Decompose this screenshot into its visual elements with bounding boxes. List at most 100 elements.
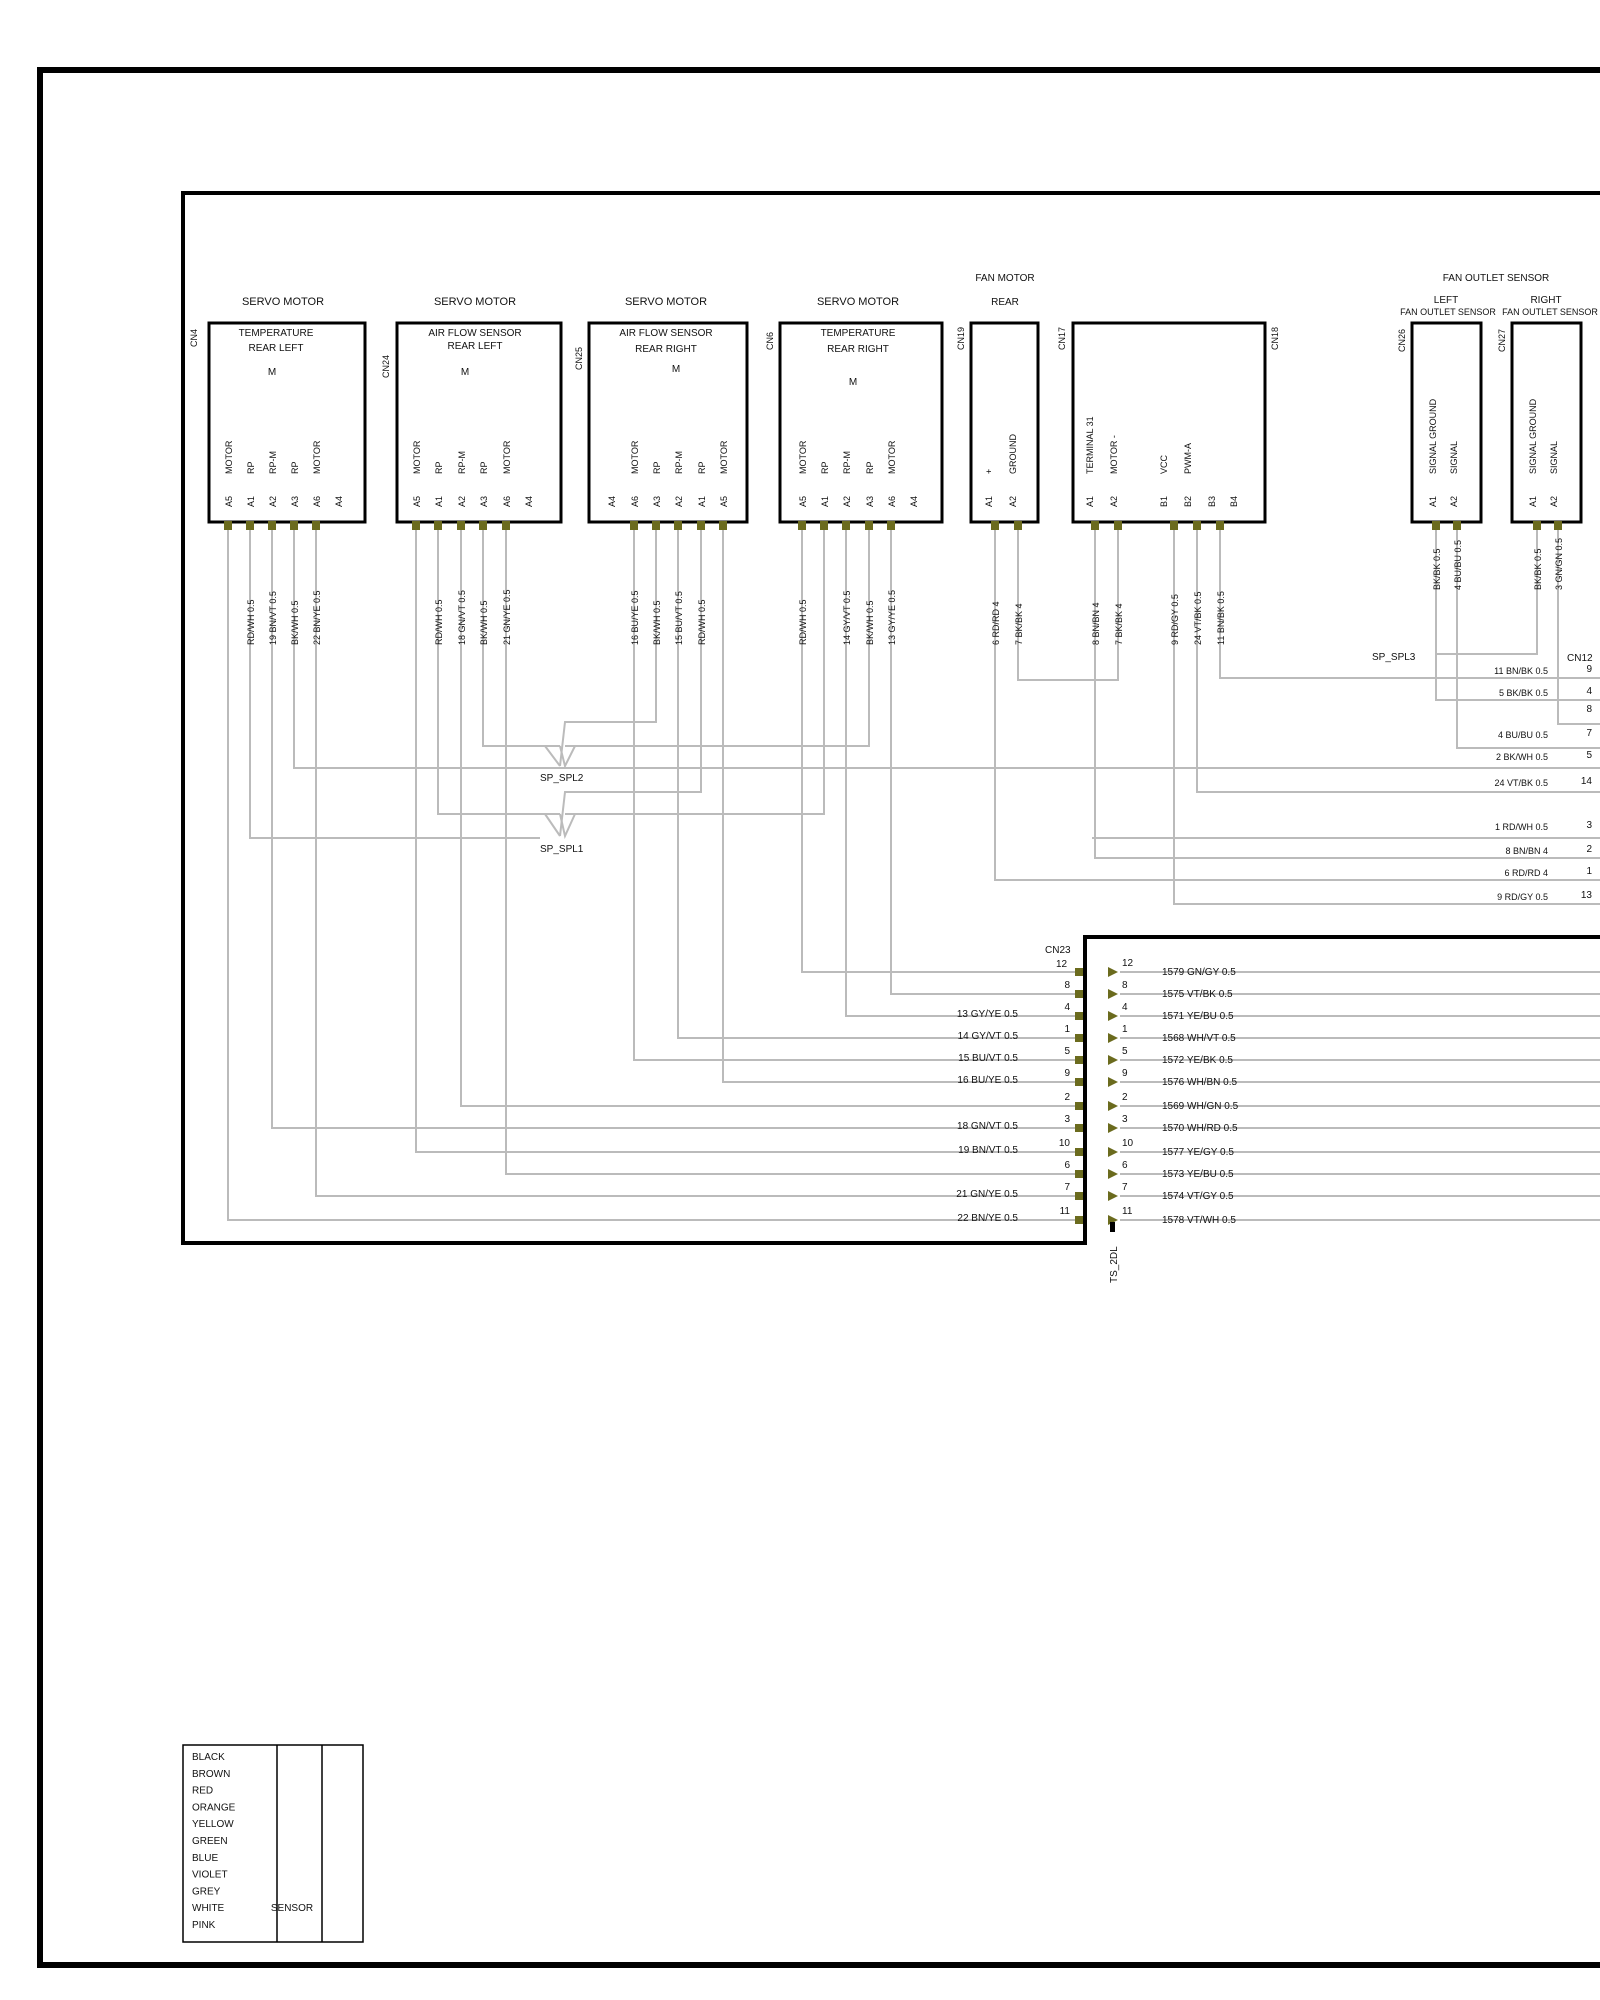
cn6-pin-a1: A1 bbox=[820, 496, 830, 507]
connector-box-cn25 bbox=[587, 321, 749, 524]
ts2dl-terminal bbox=[1108, 1101, 1118, 1111]
cn6-pin-terminal bbox=[842, 521, 850, 530]
cn26-wire-label-1: 4 BU/BU 0.5 bbox=[1453, 540, 1463, 590]
cn24-wire-label-1: 18 GN/VT 0.5 bbox=[457, 590, 467, 645]
cn17-wire-label-0: 8 BN/BN 4 bbox=[1091, 602, 1101, 645]
cn25-mark: M bbox=[672, 364, 680, 375]
cn4-pin-terminal bbox=[312, 521, 320, 530]
cn12-wire-label: 24 VT/BK 0.5 bbox=[1494, 778, 1548, 788]
splice-sp-spl3: SP_SPL3 bbox=[1372, 652, 1416, 663]
cn12-pin-9: 9 bbox=[1586, 664, 1592, 675]
cn4-pin-terminal bbox=[268, 521, 276, 530]
ts2dl-pin-12: 12 bbox=[1122, 958, 1134, 969]
cn23-pin-10: 10 bbox=[1059, 1138, 1071, 1149]
cn6-pin-terminal bbox=[865, 521, 873, 530]
cn27-wire-label-0: BK/BK 0.5 bbox=[1533, 548, 1543, 590]
cn17-wire-label-4: 11 BN/BK 0.5 bbox=[1216, 591, 1226, 645]
wire-path bbox=[722, 530, 1082, 1083]
cn25-sub-2: REAR RIGHT bbox=[635, 344, 697, 355]
cn4-sub-2: REAR LEFT bbox=[248, 343, 303, 354]
cn6-heading: SERVO MOTOR bbox=[817, 296, 899, 308]
cn24-pin-fn-2: RP-M bbox=[457, 451, 467, 474]
cn23-terminal bbox=[1075, 1078, 1083, 1086]
wire-path bbox=[1173, 530, 1600, 905]
cn17-pin-terminal bbox=[1193, 521, 1201, 530]
cn27-pin-fn-0: SIGNAL GROUND bbox=[1528, 398, 1538, 474]
cn23-id: CN23 bbox=[1045, 945, 1071, 956]
fan-outlet-sensor-group: FAN OUTLET SENSOR bbox=[1443, 273, 1550, 284]
ts2dl-wire-label: 1574 VT/GY 0.5 bbox=[1162, 1191, 1234, 1202]
legend-color-brown: BROWN bbox=[192, 1769, 230, 1780]
cn25-wire-label-0: 16 BU/YE 0.5 bbox=[630, 590, 640, 645]
cn6-pin-terminal bbox=[887, 521, 895, 530]
ts2dl-wire-label: 1578 VT/WH 0.5 bbox=[1162, 1215, 1236, 1226]
cn4-pin-fn-2: RP-M bbox=[268, 451, 278, 474]
wire-path bbox=[633, 530, 1082, 1061]
legend-box bbox=[182, 1744, 364, 1943]
cn19-pin-a2: A2 bbox=[1008, 496, 1018, 507]
wire-path bbox=[559, 530, 702, 837]
ts2dl-terminal bbox=[1108, 1055, 1118, 1065]
cn12-pin-14: 14 bbox=[1581, 776, 1593, 787]
ts2dl-wire-label: 1572 YE/BK 0.5 bbox=[1162, 1055, 1233, 1066]
cn4-pin-a3: A3 bbox=[290, 496, 300, 507]
cn26-id: CN26 bbox=[1397, 329, 1407, 352]
legend-note: SENSOR bbox=[271, 1903, 313, 1914]
cn26-pin-fn-0: SIGNAL GROUND bbox=[1428, 398, 1438, 474]
cn24-pin-terminal bbox=[457, 521, 465, 530]
connector-box-cn19 bbox=[969, 321, 1040, 524]
cn27-pin-terminal bbox=[1554, 521, 1562, 530]
connector-box-cn26 bbox=[1410, 321, 1483, 524]
cn4-pin-terminal bbox=[224, 521, 232, 530]
cn24-pin-a3: A3 bbox=[479, 496, 489, 507]
cn6-pin-a2: A2 bbox=[842, 496, 852, 507]
wire-path bbox=[1219, 530, 1600, 679]
ts2dl-id: TS_2DL bbox=[1109, 1246, 1120, 1283]
cn23-pin-11: 11 bbox=[1060, 1206, 1071, 1217]
cn17-pin-a2: A2 bbox=[1109, 496, 1119, 507]
cn18-id: CN18 bbox=[1270, 327, 1280, 350]
ts2dl-pin-6: 6 bbox=[1122, 1160, 1128, 1171]
cn25-wire-label-2: 15 BU/VT 0.5 bbox=[674, 591, 684, 645]
cn23-terminal bbox=[1075, 1148, 1083, 1156]
cn17-pin-fn-2: VCC bbox=[1159, 454, 1169, 474]
connector-boxes bbox=[207, 321, 1583, 524]
wire-path bbox=[271, 530, 1082, 1129]
cn4-pin-fn-1: RP bbox=[246, 461, 256, 474]
wire-path bbox=[415, 530, 1082, 1153]
cn24-sub-2: REAR LEFT bbox=[447, 341, 502, 352]
wire-path bbox=[559, 530, 657, 767]
cn24-pin-terminal bbox=[479, 521, 487, 530]
cn25-pin-a4: A4 bbox=[607, 496, 617, 507]
legend-color-violet: VIOLET bbox=[192, 1870, 228, 1881]
ts2dl-terminal bbox=[1108, 1033, 1118, 1043]
connector-labels: SERVO MOTOR TEMPERATURE REAR LEFT M CN4 … bbox=[189, 273, 1598, 388]
cn23-pin-2: 2 bbox=[1064, 1092, 1070, 1103]
cn26-pin-terminal bbox=[1453, 521, 1461, 530]
cn27-pin-terminal bbox=[1533, 521, 1541, 530]
cn25-pin-terminal bbox=[674, 521, 682, 530]
cn12-pin-13: 13 bbox=[1581, 890, 1593, 901]
cn23-wire-label: 22 BN/YE 0.5 bbox=[957, 1213, 1018, 1224]
cn4-wire-label-2: BK/WH 0.5 bbox=[290, 600, 300, 645]
ts2dl-pin-11: 11 bbox=[1122, 1206, 1133, 1217]
cn17-pin-terminal bbox=[1170, 521, 1178, 530]
cn4-wire-label-3: 22 BN/YE 0.5 bbox=[312, 590, 322, 645]
ts2dl-terminal bbox=[1108, 1077, 1118, 1087]
wire-path bbox=[565, 530, 870, 747]
cn23-pin-9: 9 bbox=[1064, 1068, 1070, 1079]
ts2dl-terminal bbox=[1108, 1011, 1118, 1021]
cn25-pin-fn-3: RP-M bbox=[674, 451, 684, 474]
ts2dl-wire-label: 1568 WH/VT 0.5 bbox=[1162, 1033, 1236, 1044]
cn12-pin-7: 7 bbox=[1586, 728, 1592, 739]
cn12-wire-label: 11 BN/BK 0.5 bbox=[1494, 666, 1548, 676]
cn4-id: CN4 bbox=[189, 329, 199, 347]
wire-path bbox=[565, 530, 825, 815]
ts2dl-wire-label: 1575 VT/BK 0.5 bbox=[1162, 989, 1233, 1000]
cn19-heading-1: FAN MOTOR bbox=[975, 273, 1034, 284]
cn27-pin-a1: A1 bbox=[1528, 496, 1538, 507]
wire-path bbox=[437, 530, 560, 815]
cn6-pin-a6: A6 bbox=[887, 496, 897, 507]
wire-path bbox=[227, 530, 1082, 1221]
